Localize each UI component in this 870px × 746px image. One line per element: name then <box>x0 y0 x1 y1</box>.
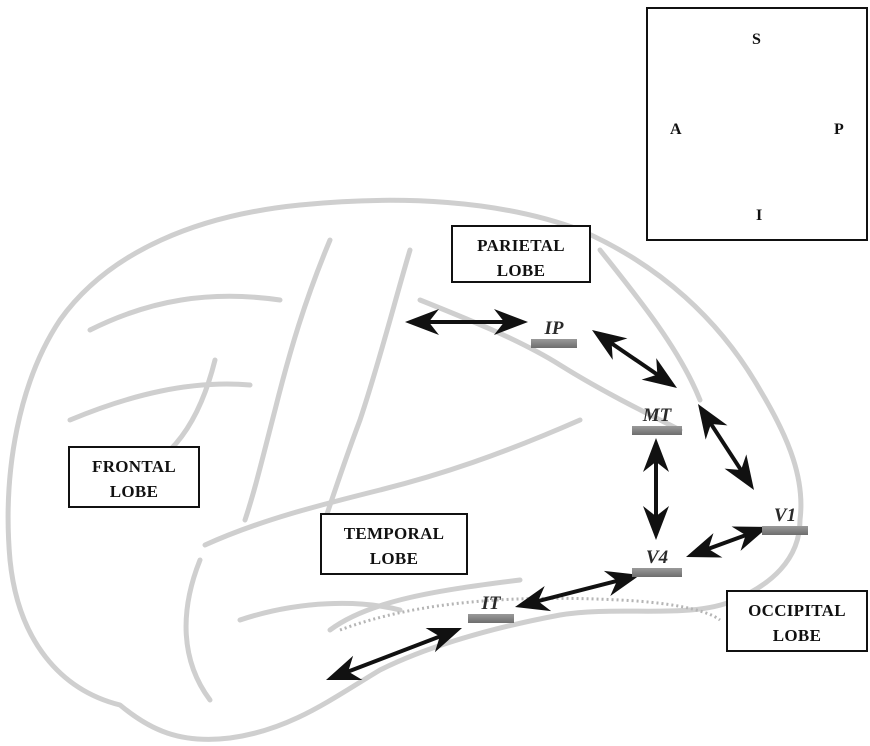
frontal-lobe-line2: LOBE <box>70 479 198 504</box>
area-v4-label: V4 <box>646 547 668 568</box>
occipital-lobe-line1: OCCIPITAL <box>728 598 866 623</box>
compass-anterior-label: A <box>670 121 682 139</box>
occipital-lobe-label: OCCIPITAL LOBE <box>726 590 868 652</box>
area-v1-marker <box>762 526 808 535</box>
area-v4-marker <box>632 568 682 577</box>
frontal-sulcus-1 <box>90 296 280 330</box>
precentral-sulcus <box>245 240 330 520</box>
area-ip: IP <box>531 318 577 346</box>
orientation-compass: S I A P <box>646 7 868 241</box>
area-v1-label: V1 <box>774 505 796 526</box>
arrow-ip-mtregion-shaft <box>609 341 660 376</box>
temporal-pole <box>186 560 210 700</box>
frontal-sulcus-2 <box>70 384 250 420</box>
area-mt: MT <box>632 405 682 433</box>
frontal-lobe-label: FRONTAL LOBE <box>68 446 200 508</box>
arrow-to-v1-shaft <box>709 421 743 473</box>
pathway-arrows <box>326 309 768 680</box>
arrow-frontal-ip <box>405 309 528 335</box>
area-mt-marker <box>632 426 682 435</box>
area-it-marker <box>468 614 514 623</box>
area-v4: V4 <box>632 547 682 575</box>
temporal-lobe-label: TEMPORAL LOBE <box>320 513 468 575</box>
frontal-sulcus-3 <box>170 360 215 450</box>
arrow-it-anterior <box>326 628 462 680</box>
arrow-to-v1-head-end <box>725 454 754 490</box>
compass-inferior-label: I <box>756 207 762 225</box>
frontal-lobe-line1: FRONTAL <box>70 454 198 479</box>
arrow-ip-mtregion-head-start <box>592 330 627 360</box>
area-ip-marker <box>531 339 577 348</box>
arrow-it-anterior-shaft <box>345 635 443 672</box>
arrow-ip-mtregion-head-end <box>642 358 677 388</box>
area-ip-label: IP <box>545 318 564 339</box>
arrow-to-v1-head-start <box>698 404 727 440</box>
arrow-v4-it <box>515 571 640 611</box>
area-it: IT <box>468 593 514 621</box>
temporal-lobe-line1: TEMPORAL <box>322 521 466 546</box>
arrow-v1-v4 <box>686 526 768 557</box>
compass-superior-label: S <box>752 31 761 49</box>
occipital-lobe-line2: LOBE <box>728 623 866 648</box>
parietal-lobe-line1: PARIETAL <box>453 233 589 258</box>
arrow-mt-v4 <box>643 438 669 540</box>
parietal-lobe-label: PARIETAL LOBE <box>451 225 591 283</box>
area-it-label: IT <box>482 593 501 614</box>
arrow-to-v1 <box>698 404 754 490</box>
area-mt-label: MT <box>643 405 672 426</box>
parietal-lobe-line2: LOBE <box>453 258 589 283</box>
temporal-lobe-line2: LOBE <box>322 546 466 571</box>
area-v1: V1 <box>762 505 808 533</box>
compass-posterior-label: P <box>834 121 844 139</box>
inferior-temporal-sulcus <box>240 603 400 620</box>
central-sulcus <box>325 250 410 520</box>
